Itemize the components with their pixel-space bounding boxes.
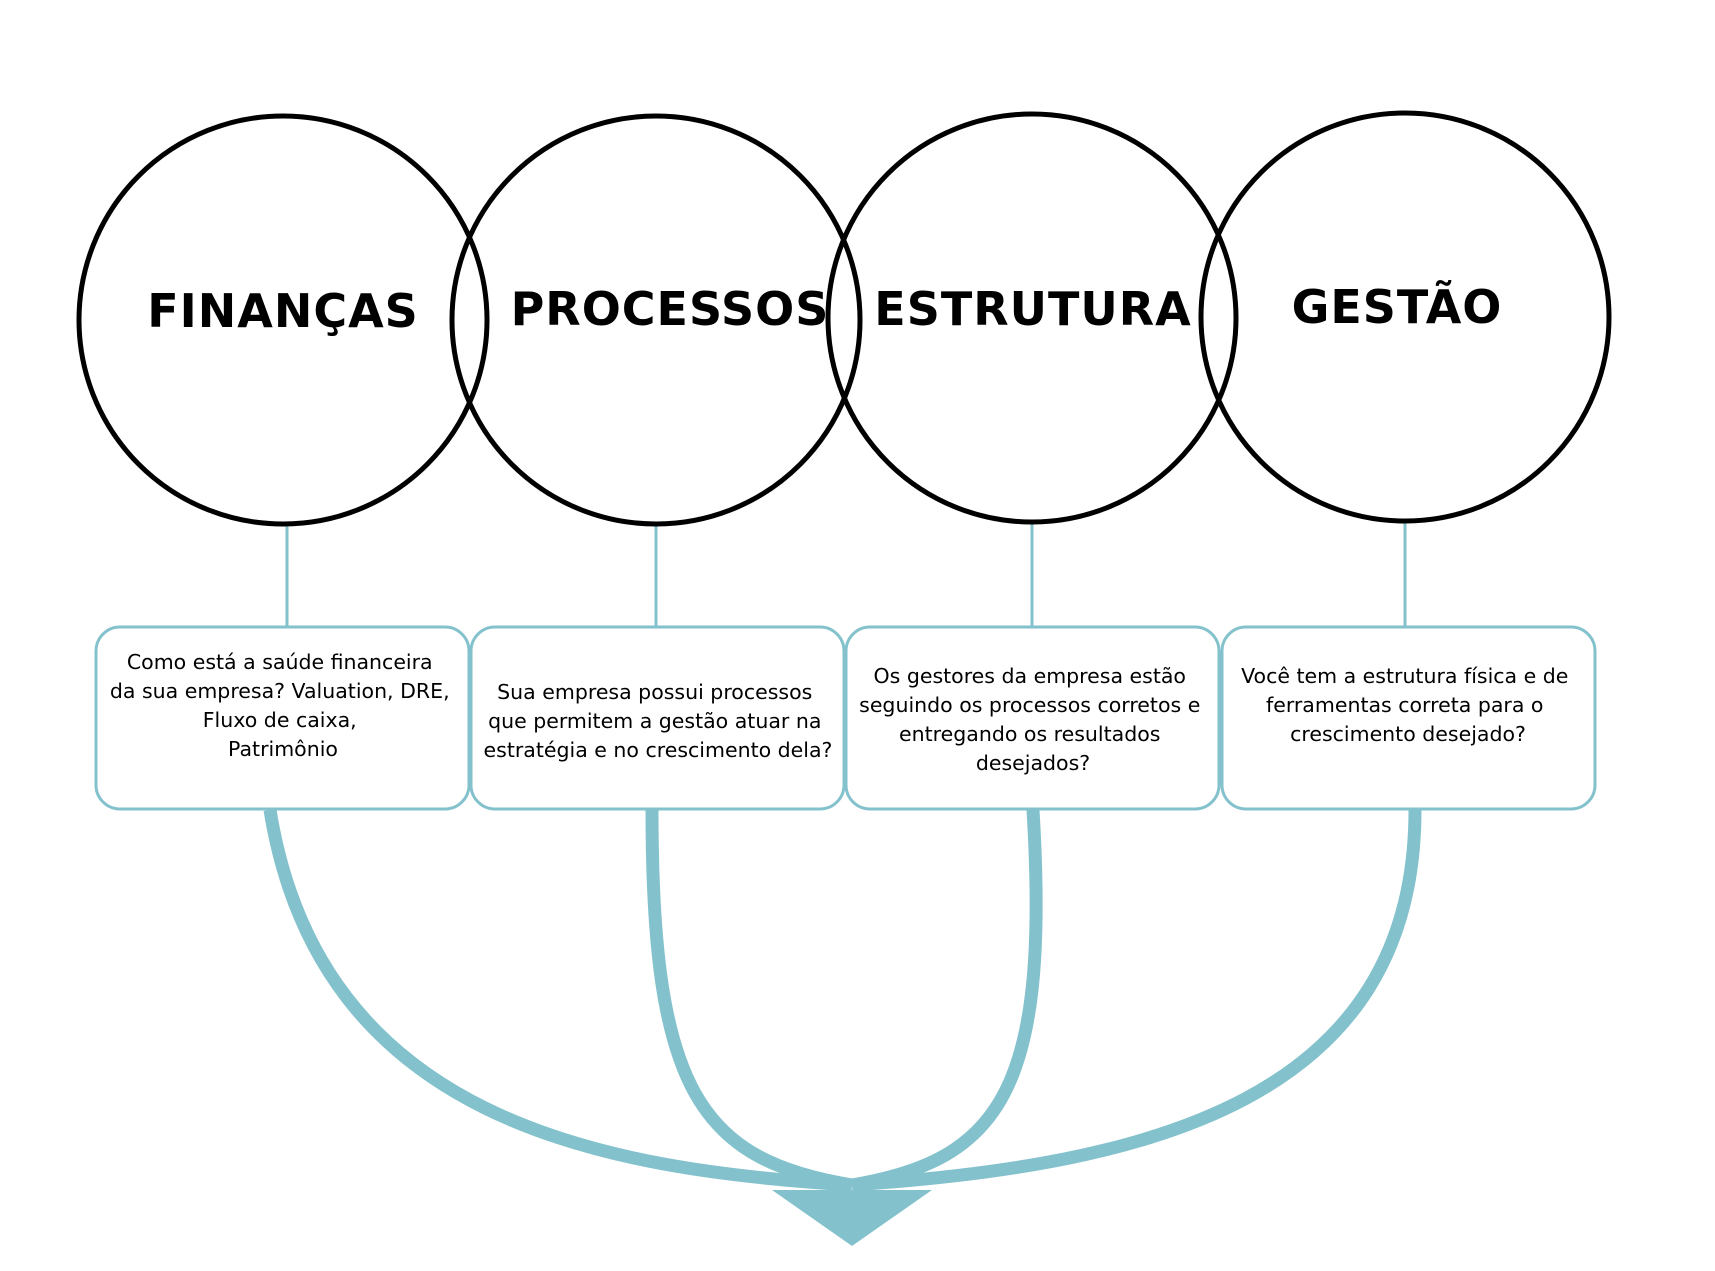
flow-curve-financas xyxy=(263,808,853,1192)
question-line: que permitem a gestão atuar na xyxy=(488,709,821,733)
question-boxes xyxy=(94,625,1597,811)
question-line: Patrimônio xyxy=(228,737,338,761)
pillar-titles: FINANÇAS PROCESSOS ESTRUTURA GESTÃO xyxy=(147,279,1503,338)
question-texts: Como está a saúde financeira da sua empr… xyxy=(110,650,1575,775)
flow-curve-estrutura xyxy=(850,809,1043,1192)
question-text-processos: Sua empresa possui processos que permite… xyxy=(484,680,833,762)
question-box-processos xyxy=(469,625,846,811)
connectors xyxy=(285,522,1407,626)
question-line: ferramentas correta para o xyxy=(1266,693,1543,717)
pillar-title-processos: PROCESSOS xyxy=(511,282,830,336)
flow-curve-processos xyxy=(645,809,854,1192)
circle-estrutura xyxy=(825,111,1239,525)
question-text-gestao: Você tem a estrutura física e de ferrame… xyxy=(1241,664,1575,746)
question-line: Como está a saúde financeira xyxy=(127,650,433,674)
question-line: Fluxo de caixa, xyxy=(203,708,357,732)
question-line: da sua empresa? Valuation, DRE, xyxy=(110,679,450,703)
down-arrow-icon xyxy=(772,1190,932,1246)
question-box-gestao xyxy=(1220,625,1597,811)
pillar-circles xyxy=(76,110,1612,527)
question-line: crescimento desejado? xyxy=(1290,722,1526,746)
circle-gestao xyxy=(1198,110,1612,524)
circle-processos xyxy=(449,113,863,527)
question-line: entregando os resultados xyxy=(899,722,1160,746)
question-line: Você tem a estrutura física e de xyxy=(1241,664,1568,688)
question-box-estrutura xyxy=(844,625,1221,811)
question-box-financas xyxy=(94,625,471,811)
question-text-estrutura: Os gestores da empresa estão seguindo os… xyxy=(859,664,1207,775)
question-line: seguindo os processos corretos e xyxy=(859,693,1200,717)
flow-curve-gestao xyxy=(851,809,1422,1192)
question-text-financas: Como está a saúde financeira da sua empr… xyxy=(110,650,456,761)
circle-financas xyxy=(76,113,490,527)
pillar-title-estrutura: ESTRUTURA xyxy=(874,282,1191,336)
question-line: estratégia e no crescimento dela? xyxy=(484,738,833,762)
question-line: desejados? xyxy=(976,751,1090,775)
question-line: Os gestores da empresa estão xyxy=(873,664,1185,688)
pillar-title-gestao: GESTÃO xyxy=(1292,279,1503,334)
pillar-title-financas: FINANÇAS xyxy=(147,284,419,338)
question-line: Sua empresa possui processos xyxy=(497,680,812,704)
convergence-flows xyxy=(263,808,1422,1246)
